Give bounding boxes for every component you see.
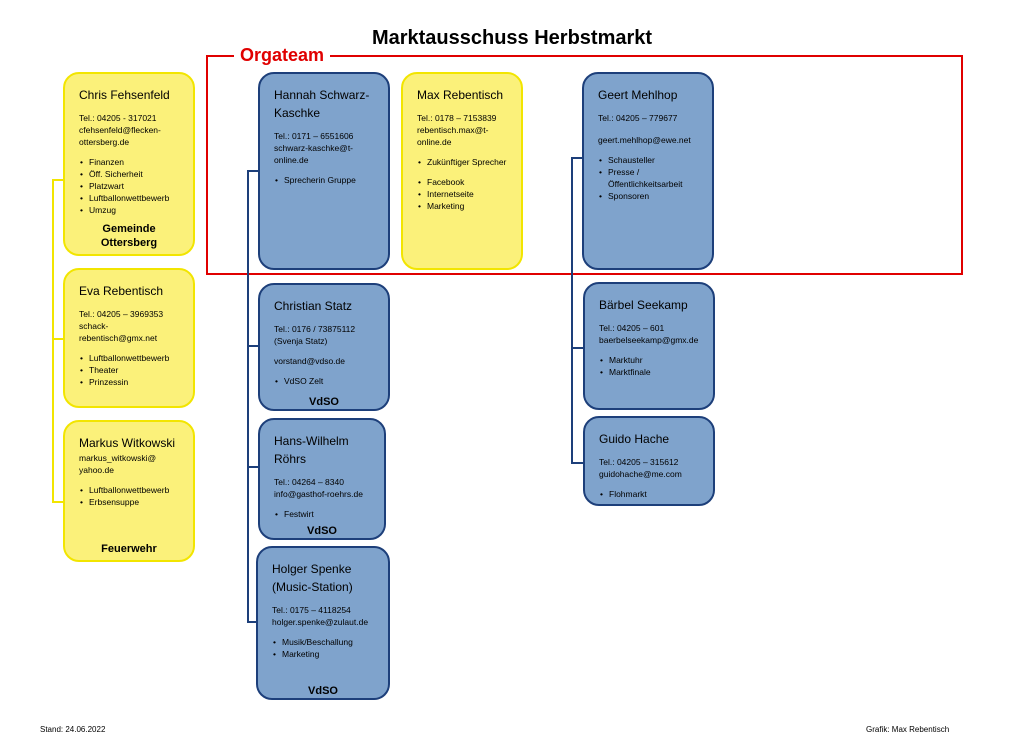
task-list: Schausteller Presse / Öffentlichkeitsarb… xyxy=(598,154,698,202)
task-item: Finanzen xyxy=(80,156,179,168)
card-geert-mehlhop: Geert Mehlhop Tel.: 04205 – 779677 geert… xyxy=(582,72,714,270)
group-label: Gemeinde Ottersberg xyxy=(100,223,158,249)
person-name: Hannah Schwarz- Kaschke xyxy=(274,88,370,120)
connector-line xyxy=(52,179,54,502)
task-list: Facebook Internetseite Marketing xyxy=(417,176,507,212)
connector-line xyxy=(247,345,258,347)
task-item: Platzwart xyxy=(80,180,179,192)
task-item: Zukünftiger Sprecher xyxy=(418,156,507,168)
connector-line xyxy=(247,170,258,172)
contact-info: Tel.: 04205 – 601 baerbelseekamp@gmx.de xyxy=(599,323,699,345)
card-eva-rebentisch: Eva Rebentisch Tel.: 04205 – 3969353 sch… xyxy=(63,268,195,408)
card-holger-spenke: Holger Spenke (Music-Station) Tel.: 0175… xyxy=(256,546,390,700)
task-list: Festwirt xyxy=(274,508,370,520)
person-name: Hans-Wilhelm Röhrs xyxy=(274,434,349,466)
email: geert.mehlhop@ewe.net xyxy=(598,135,691,145)
task-item: Prinzessin xyxy=(80,376,179,388)
connector-line xyxy=(571,157,583,159)
task-item: Musik/Beschallung xyxy=(273,636,374,648)
footer-date: Stand: 24.06.2022 xyxy=(40,725,106,734)
card-chris-fehsenfeld: Chris Fehsenfeld Tel.: 04205 - 317021 cf… xyxy=(63,72,195,256)
connector-line xyxy=(571,462,583,464)
task-item: Internetseite xyxy=(418,188,507,200)
contact-info: Tel.: 04205 – 315612 guidohache@me.com xyxy=(599,457,682,479)
footer-credit: Grafik: Max Rebentisch xyxy=(866,725,950,734)
task-item: Luftballonwettbewerb xyxy=(80,352,179,364)
task-item: VdSO Zelt xyxy=(275,375,374,387)
contact-info: Tel.: 04264 – 8340 info@gasthof-roehrs.d… xyxy=(274,477,363,499)
email: vorstand@vdso.de xyxy=(274,356,346,366)
task-item: Öff. Sicherheit xyxy=(80,168,179,180)
task-list: Zukünftiger Sprecher xyxy=(417,156,507,168)
card-baerbel-seekamp: Bärbel Seekamp Tel.: 04205 – 601 baerbel… xyxy=(583,282,715,410)
person-name: Eva Rebentisch xyxy=(79,284,164,298)
contact-info: Tel.: 04205 – 3969353 schack- rebentisch… xyxy=(79,309,164,343)
group-label: VdSO xyxy=(307,525,337,537)
person-name: Holger Spenke (Music-Station) xyxy=(272,562,353,594)
task-list: VdSO Zelt xyxy=(274,375,374,387)
contact-info: Tel.: 0175 – 4118254 holger.spenke@zulau… xyxy=(272,605,369,627)
task-list: Luftballonwettbewerb Theater Prinzessin xyxy=(79,352,179,388)
task-item: Sponsoren xyxy=(599,190,698,202)
contact-info: Tel.: 0176 / 73875112 (Svenja Statz) xyxy=(274,324,356,346)
task-item: Marktfinale xyxy=(600,366,699,378)
connector-line xyxy=(247,466,258,468)
task-item: Luftballonwettbewerb xyxy=(80,484,179,496)
person-name: Chris Fehsenfeld xyxy=(79,88,170,102)
person-name: Geert Mehlhop xyxy=(598,88,678,102)
contact-info: markus_witkowski@ yahoo.de xyxy=(79,453,157,475)
person-name: Markus Witkowski xyxy=(79,436,176,450)
task-item: Schausteller xyxy=(599,154,698,166)
task-item: Umzug xyxy=(80,204,179,216)
contact-info: Tel.: 0178 – 7153839 rebentisch.max@t- o… xyxy=(417,113,497,147)
contact-info: Tel.: 0171 – 6551606 schwarz-kaschke@t- … xyxy=(274,131,354,165)
task-item: Presse / Öffentlichkeitsarbeit xyxy=(599,166,698,190)
task-list: Marktuhr Marktfinale xyxy=(599,354,699,378)
card-christian-statz: Christian Statz Tel.: 0176 / 73875112 (S… xyxy=(258,283,390,411)
task-item: Marketing xyxy=(273,648,374,660)
orgateam-frame xyxy=(206,55,963,275)
connector-line xyxy=(52,179,64,181)
task-list: Luftballonwettbewerb Erbsensuppe xyxy=(79,484,179,508)
connector-line xyxy=(247,170,249,622)
card-hans-wilhelm-roehrs: Hans-Wilhelm Röhrs Tel.: 04264 – 8340 in… xyxy=(258,418,386,540)
task-list: Sprecherin Gruppe xyxy=(274,174,374,186)
task-item: Festwirt xyxy=(275,508,370,520)
contact-info: Tel.: 04205 - 317021 cfehsenfeld@flecken… xyxy=(79,113,161,147)
orgateam-label: Orgateam xyxy=(234,45,331,66)
task-item: Facebook xyxy=(418,176,507,188)
connector-line xyxy=(571,347,583,349)
card-hannah-schwarz-kaschke: Hannah Schwarz- Kaschke Tel.: 0171 – 655… xyxy=(258,72,390,270)
card-max-rebentisch: Max Rebentisch Tel.: 0178 – 7153839 rebe… xyxy=(401,72,523,270)
task-item: Luftballonwettbewerb xyxy=(80,192,179,204)
connector-line xyxy=(52,338,64,340)
person-name: Max Rebentisch xyxy=(417,88,504,102)
connector-line xyxy=(52,501,64,503)
group-label: VdSO xyxy=(308,685,338,697)
chart-title: Marktausschuss Herbstmarkt xyxy=(371,27,653,49)
group-label: VdSO xyxy=(309,396,339,408)
task-item: Theater xyxy=(80,364,179,376)
card-guido-hache: Guido Hache Tel.: 04205 – 315612 guidoha… xyxy=(583,416,715,506)
task-list: Flohmarkt xyxy=(599,488,699,500)
person-name: Bärbel Seekamp xyxy=(599,298,688,312)
task-item: Marketing xyxy=(418,200,507,212)
task-item: Marktuhr xyxy=(600,354,699,366)
connector-line xyxy=(571,157,573,464)
card-markus-witkowski: Markus Witkowski markus_witkowski@ yahoo… xyxy=(63,420,195,562)
task-list: Finanzen Öff. Sicherheit Platzwart Luftb… xyxy=(79,156,179,216)
person-name: Christian Statz xyxy=(274,299,353,313)
task-list: Musik/Beschallung Marketing xyxy=(272,636,374,660)
group-label: Feuerwehr xyxy=(101,543,157,555)
task-item: Flohmarkt xyxy=(600,488,699,500)
task-item: Erbsensuppe xyxy=(80,496,179,508)
person-name: Guido Hache xyxy=(599,432,670,446)
contact-info: Tel.: 04205 – 779677 xyxy=(598,113,678,123)
task-item: Sprecherin Gruppe xyxy=(275,174,374,186)
connector-line xyxy=(247,621,258,623)
